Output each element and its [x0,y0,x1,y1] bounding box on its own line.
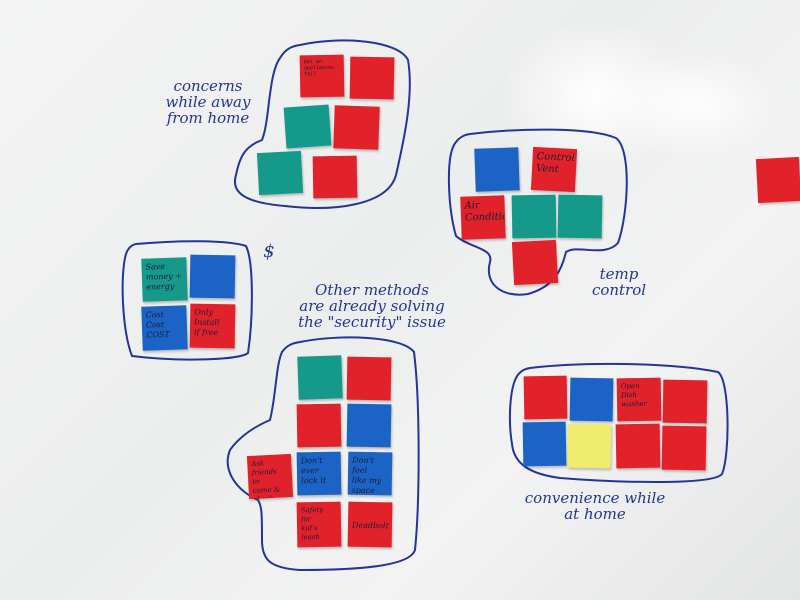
label-temp-control: temp control [591,265,647,299]
sticky-note: Control Vent [530,146,578,193]
outline-concerns [233,39,411,209]
sticky-note: Cost Cost COST [141,305,188,351]
label-other-methods: Other methods are already solving the "s… [298,281,446,331]
sticky-note [297,355,343,400]
sticky-note [346,403,392,448]
sticky-note [661,425,707,471]
sticky-note [567,423,612,469]
sticky-note [511,239,559,286]
sticky-note: Deadbolt [347,501,393,548]
sticky-note: Only Install if free [189,303,236,349]
sticky-note [296,403,342,448]
sticky-note [312,155,358,199]
sticky-note [569,377,614,422]
sticky-note [557,194,603,239]
sticky-note [189,254,236,299]
sticky-note [333,105,380,150]
label-dollar: $ [263,241,275,262]
sticky-note: Air Condition [460,195,506,240]
sticky-note [283,104,332,149]
label-concerns: concerns while away from home [165,77,251,127]
outline-convenience [508,362,729,483]
sticky-note [523,375,568,420]
sticky-note [346,356,392,401]
outline-savings [121,240,253,361]
outline-temp [447,128,628,296]
outline-other [226,336,420,571]
sticky-note: Don't ever lock it [296,451,342,496]
sticky-note: Ask friends to come & check [246,453,294,500]
sticky-note: Open Dish washer [616,377,662,422]
sticky-note [256,150,304,196]
sticky-note: Get an appliances fail [299,54,345,98]
label-convenience: convenience while at home [524,489,666,523]
sticky-note [474,147,520,192]
sticky-note [522,421,567,467]
sticky-note: Don't feel like my space [347,451,393,496]
sticky-note [511,194,557,239]
sticky-note [755,156,800,204]
sticky-note [615,423,661,469]
sticky-note [662,379,708,424]
sticky-note [349,56,395,100]
sticky-note: Save money + energy [141,257,188,302]
sticky-note: Safety for kid's leash [296,501,342,548]
